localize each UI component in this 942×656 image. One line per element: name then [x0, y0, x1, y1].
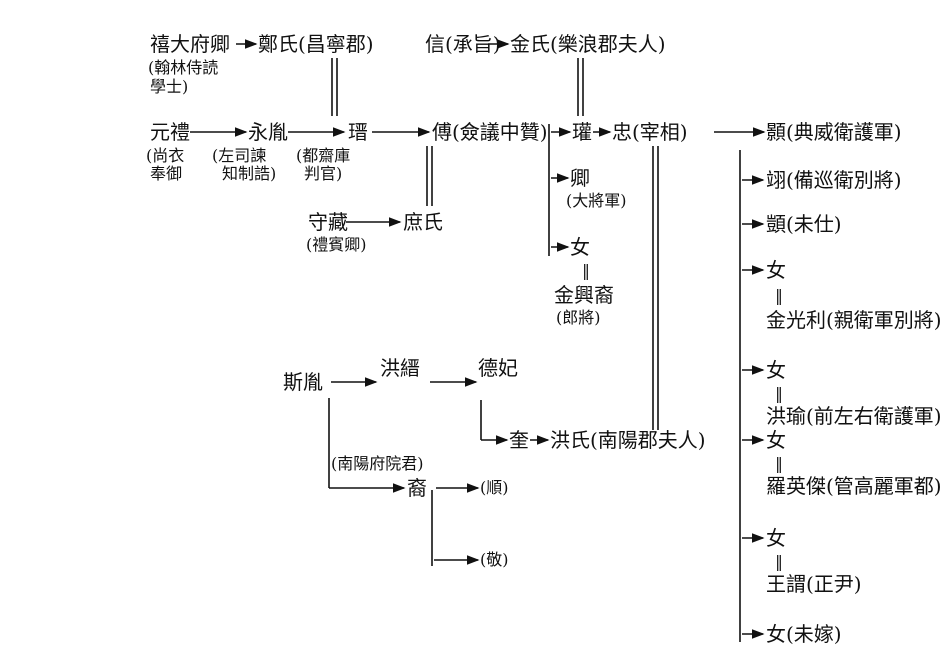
person-shun: (順)	[480, 478, 509, 497]
person-fu: 傅(僉議中贊)	[432, 120, 548, 144]
person-daughter-unmarried: 女(未嫁)	[766, 622, 842, 646]
person-daughter: 女	[766, 258, 786, 282]
person-jing: (敬)	[480, 550, 509, 569]
person-zhong: 忠(宰相)	[612, 120, 688, 144]
person-daughter: 女	[766, 428, 786, 452]
person-yi-desc: 裔	[407, 476, 427, 500]
marriage-mark: ‖	[775, 552, 783, 571]
person-daughter: 女	[766, 358, 786, 382]
person-jin-guangli: 金光利(親衛軍別將)	[766, 308, 942, 332]
person-hao: 顥(典威衛護軍)	[766, 120, 902, 144]
person-xin: 信(承旨)	[425, 32, 501, 56]
title-label: 奉御	[150, 164, 183, 183]
person-zheng-shi: 鄭氏(昌寧郡)	[258, 32, 374, 56]
title-label: (都齋庫	[296, 146, 351, 165]
title-label: 學士)	[150, 77, 189, 96]
person-shouzang: 守藏	[308, 210, 348, 234]
person-yuanli: 元禮	[150, 120, 190, 144]
person-hong-yu: 洪瑜(前左右衛護軍)	[766, 404, 942, 428]
person-yongyin: 永胤	[248, 120, 288, 144]
title-label: (南陽府院君)	[331, 454, 424, 473]
title-label: (左司諫	[212, 146, 267, 165]
marriage-mark: ‖	[775, 454, 783, 473]
title-label: (翰林侍読	[148, 58, 219, 77]
title-label: 知制誥)	[222, 164, 277, 183]
title-label: (大將軍)	[566, 191, 627, 210]
marriage-mark: ‖	[775, 286, 783, 305]
person-yi: 翊(備巡衛別將)	[766, 168, 902, 192]
person-jin: 瑨	[348, 120, 368, 144]
person-siyin: 斯胤	[283, 370, 323, 394]
person-hong-shi: 洪氏(南陽郡夫人)	[550, 428, 706, 452]
person-yi2: 顗(未仕)	[766, 212, 842, 236]
title-label: 判官)	[304, 164, 343, 183]
person-defei: 德妃	[478, 356, 518, 380]
person-wang-wei: 王謂(正尹)	[766, 572, 862, 596]
title-label: (禮賓卿)	[306, 235, 367, 254]
person-kui: 奎	[509, 428, 529, 452]
person-luo-yingjie: 羅英傑(管高麗軍都)	[766, 474, 942, 498]
person-daughter: 女	[766, 526, 786, 550]
title-label: (郎將)	[556, 308, 601, 327]
person-guan: 瓘	[572, 120, 592, 144]
marriage-mark: ‖	[582, 261, 590, 280]
person-daughter: 女	[570, 235, 590, 259]
person-jin-shi: 金氏(樂浪郡夫人)	[510, 32, 666, 56]
title-label: (尚衣	[146, 146, 185, 165]
marriage-mark: ‖	[775, 384, 783, 403]
person-shu-shi: 庶氏	[403, 210, 443, 234]
person-hong-jin: 洪縉	[380, 356, 420, 380]
person-jin-xingyi: 金興裔	[554, 283, 614, 307]
person-qing: 卿	[570, 166, 590, 190]
person-xi-daifu: 禧大府卿	[150, 32, 230, 56]
